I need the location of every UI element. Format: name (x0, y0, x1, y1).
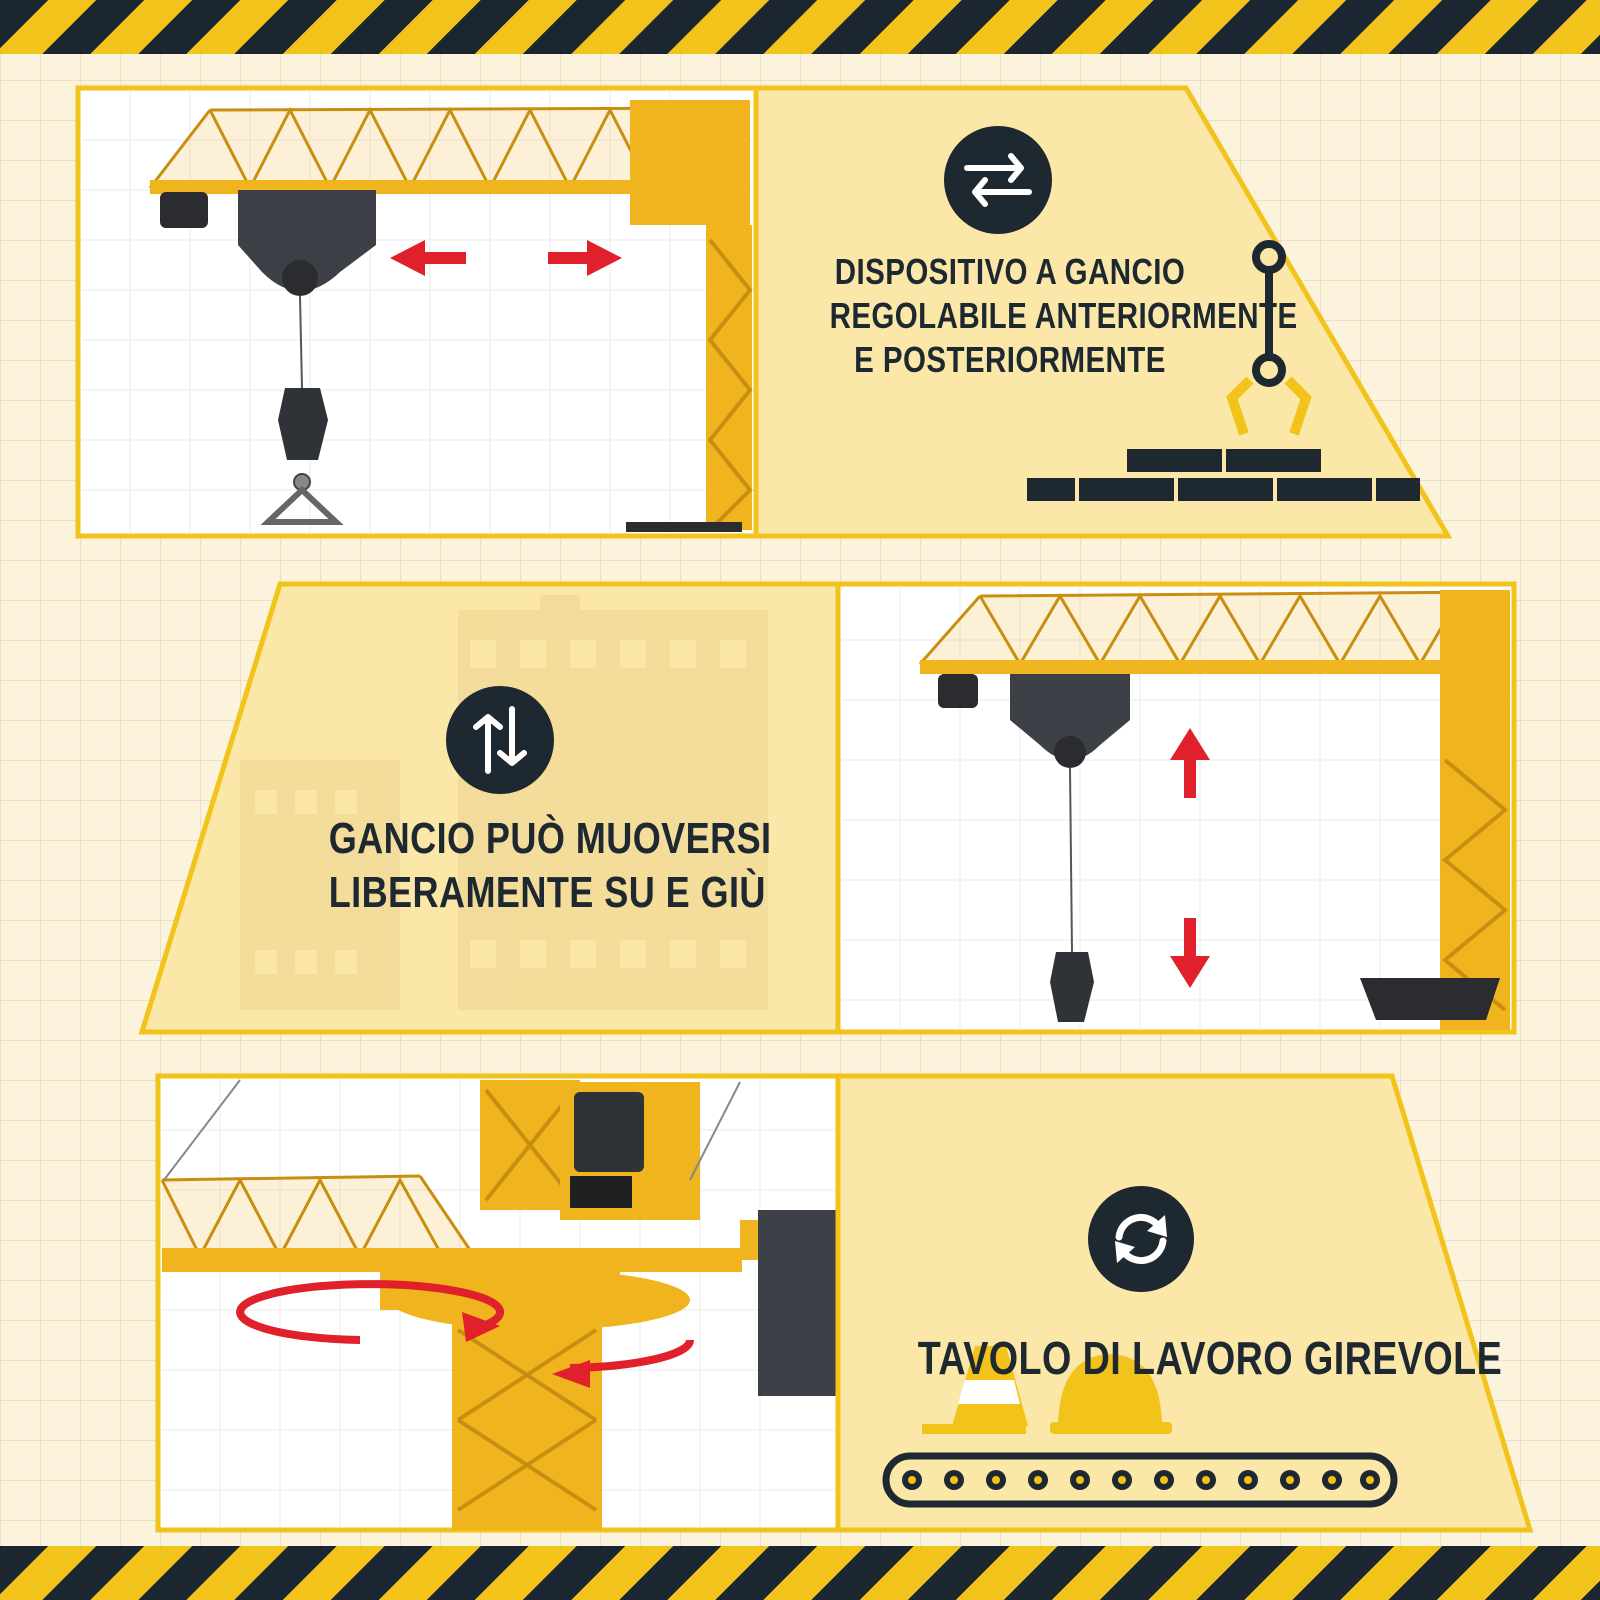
rotation-arrows (236, 1280, 695, 1372)
horizontal-arrows (390, 240, 622, 276)
crane-mast (706, 225, 753, 532)
rotate-arrows-icon (1088, 1186, 1194, 1292)
caption-line: e posteriormente (854, 338, 1166, 380)
traffic-cone-icon (922, 1346, 1028, 1434)
helmet-icon (1050, 1354, 1172, 1434)
hazard-stripe-top (0, 0, 1600, 54)
bricks-icon (1027, 449, 1420, 501)
trolley (160, 190, 376, 296)
vertical-exchange-arrows-icon (446, 686, 554, 794)
caption-line: Tavolo di lavoro girevole (917, 1332, 1503, 1384)
panel-3-caption: Tavolo di lavoro girevole (917, 1330, 1503, 1386)
conveyor-icon (882, 1452, 1398, 1508)
horizontal-exchange-arrows-icon (944, 126, 1052, 234)
hazard-stripe-bottom (0, 1546, 1600, 1600)
crane-jib (918, 590, 1502, 667)
crane-jib (160, 1174, 472, 1260)
caption-line: Dispositivo a gancio (834, 251, 1186, 292)
trolley (938, 674, 1130, 768)
vertical-arrows (1170, 728, 1210, 988)
claw-icon (1226, 240, 1312, 436)
